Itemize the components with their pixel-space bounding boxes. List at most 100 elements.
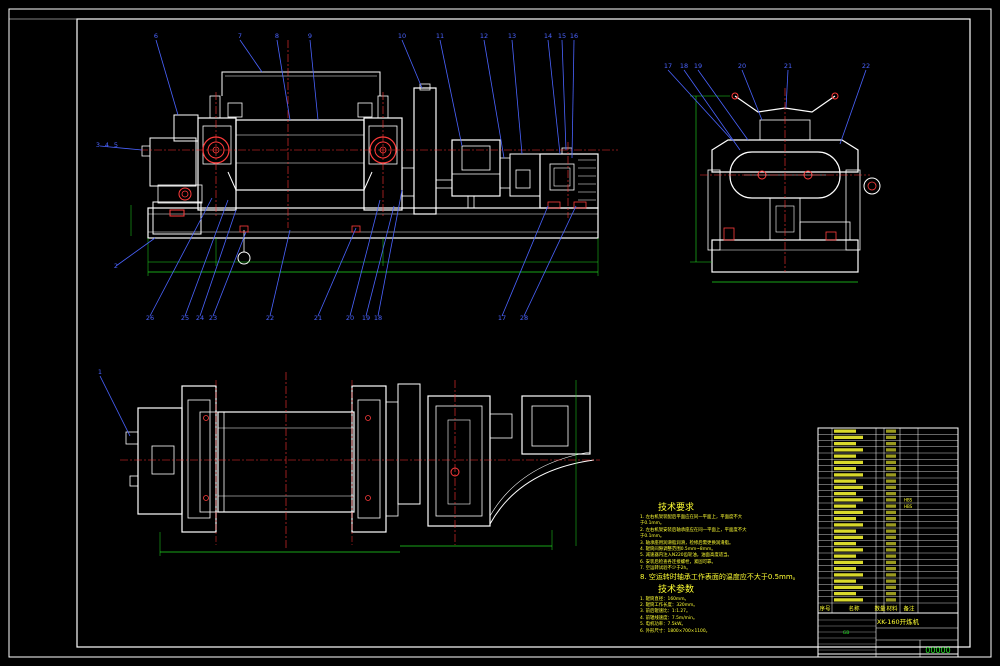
part-name-cell bbox=[834, 548, 863, 552]
balloon-label: 12 bbox=[480, 32, 488, 40]
part-name-cell bbox=[834, 592, 856, 596]
part-name-cell bbox=[834, 442, 856, 446]
tech-line: 7. 空运转试验不少于2h。 bbox=[640, 566, 691, 572]
part-qty-cell bbox=[886, 598, 896, 602]
inner-border bbox=[76, 18, 971, 648]
part-name-cell bbox=[834, 429, 856, 433]
top-right-frame bbox=[351, 385, 387, 533]
part-name-cell bbox=[834, 504, 856, 508]
part-qty-cell bbox=[886, 498, 896, 502]
part-qty-cell bbox=[886, 442, 896, 446]
part-name-cell bbox=[834, 542, 856, 546]
part-name-cell bbox=[834, 448, 863, 452]
balloon-label: 17 bbox=[664, 62, 672, 70]
roll bbox=[235, 119, 365, 191]
tech-line: 2. 左右机架安装后轴承座应在同一平面上，平面度不大 bbox=[640, 527, 747, 533]
top-left-frame bbox=[181, 385, 217, 533]
reducer bbox=[451, 139, 501, 197]
part-qty-cell bbox=[886, 560, 896, 564]
left-motor-block bbox=[149, 137, 197, 187]
part-name-cell bbox=[834, 529, 856, 533]
balloon-label: 20 bbox=[346, 314, 354, 322]
coupling bbox=[509, 153, 541, 197]
balloon-label: 8 bbox=[275, 32, 279, 40]
balloon-label: 2 bbox=[114, 262, 118, 270]
top-left-end bbox=[137, 407, 183, 515]
balloon-label: 19 bbox=[694, 62, 702, 70]
param-line: 4. 前辊线速度：7.5m/min。 bbox=[640, 615, 698, 621]
part-name-cell bbox=[834, 598, 863, 602]
part-name-cell bbox=[834, 535, 863, 539]
part-name-cell bbox=[834, 454, 856, 458]
table-header-cell: 序号 bbox=[819, 605, 831, 613]
tech-big-line: 8. 空运转时轴承工作表面的温度应不大于0.5mm。 bbox=[640, 572, 800, 581]
balloon-label: 16 bbox=[570, 32, 578, 40]
balloon-label: 11 bbox=[436, 32, 444, 40]
param-line: 6. 外形尺寸：1800×700×1100。 bbox=[640, 628, 711, 634]
part-qty-cell bbox=[886, 573, 896, 577]
title-block bbox=[817, 612, 959, 658]
part-qty-cell bbox=[886, 492, 896, 496]
tech-title: 技术要求 bbox=[658, 503, 695, 513]
part-qty-cell bbox=[886, 535, 896, 539]
drawing-code: 00000 bbox=[925, 646, 950, 655]
part-name-cell bbox=[834, 460, 863, 464]
balloon-label: 1 bbox=[98, 368, 102, 376]
part-name-cell bbox=[834, 492, 856, 496]
part-name-cell bbox=[834, 485, 863, 489]
part-name-cell bbox=[834, 435, 863, 439]
balloon-label: 17 bbox=[498, 314, 506, 322]
tech-line: 于0.1mm。 bbox=[640, 521, 665, 527]
balloon-label: 10 bbox=[398, 32, 406, 40]
part-name-cell bbox=[834, 554, 856, 558]
part-qty-cell bbox=[886, 460, 896, 464]
part-qty-cell bbox=[886, 473, 896, 477]
front-base bbox=[147, 207, 599, 239]
part-qty-cell bbox=[886, 592, 896, 596]
part-qty-cell bbox=[886, 454, 896, 458]
tech-line: 4. 辊筒间隙调整范围0.5mm~8mm。 bbox=[640, 547, 716, 553]
side-leaders bbox=[667, 69, 867, 151]
tech-lines: 1. 左右机架装配后平面应在同一平面上，平面度不大 于0.1mm。 2. 左右机… bbox=[640, 515, 818, 573]
table-header-cell: 备注 bbox=[903, 605, 915, 613]
part-remark: HBS bbox=[904, 504, 913, 509]
tech-requirements: 技术要求 1. 左右机架装配后平面应在同一平面上，平面度不大 于0.1mm。 2… bbox=[640, 500, 818, 635]
parts-table: HBSHBS序号名称数量材料备注XK-160开炼机00000GB bbox=[817, 427, 959, 658]
tech-line: 3. 轴承座用润滑脂润滑，检修后需更换润滑脂。 bbox=[640, 540, 734, 546]
part-qty-cell bbox=[886, 510, 896, 514]
part-qty-cell bbox=[886, 548, 896, 552]
part-name-cell bbox=[834, 479, 856, 483]
balloon-label: 24 bbox=[196, 314, 204, 322]
top-motor bbox=[521, 395, 591, 455]
param-line: 5. 电机功率：7.5kW。 bbox=[640, 622, 686, 628]
part-qty-cell bbox=[886, 567, 896, 571]
balloon-label: 14 bbox=[544, 32, 552, 40]
balloon-label: 15 bbox=[558, 32, 566, 40]
part-qty-cell bbox=[886, 485, 896, 489]
table-header-cell: 名称 bbox=[848, 605, 860, 613]
part-qty-cell bbox=[886, 479, 896, 483]
tech-line: 于0.1mm。 bbox=[640, 534, 665, 540]
balloon-label: 21 bbox=[314, 314, 322, 322]
part-name-cell bbox=[834, 510, 863, 514]
balloon-label: 20 bbox=[738, 62, 746, 70]
balloon-label: 6 bbox=[154, 32, 158, 40]
front-view bbox=[130, 40, 618, 276]
part-name-cell bbox=[834, 573, 863, 577]
part-qty-cell bbox=[886, 529, 896, 533]
params-title: 技术参数 bbox=[658, 584, 695, 595]
part-qty-cell bbox=[886, 579, 896, 583]
drawing-title: XK-160开炼机 bbox=[877, 617, 920, 626]
part-remark: HBS bbox=[904, 498, 913, 503]
part-name-cell bbox=[834, 498, 863, 502]
part-qty-cell bbox=[886, 467, 896, 471]
part-name-cell bbox=[834, 560, 863, 564]
outer-border bbox=[8, 8, 992, 658]
balloon-label: 18 bbox=[374, 314, 382, 322]
balloon-label: 7 bbox=[238, 32, 242, 40]
part-qty-cell bbox=[886, 523, 896, 527]
table-header-cell: 材料 bbox=[886, 605, 898, 613]
param-line: 2. 辊筒工作长度：320mm。 bbox=[640, 603, 698, 609]
